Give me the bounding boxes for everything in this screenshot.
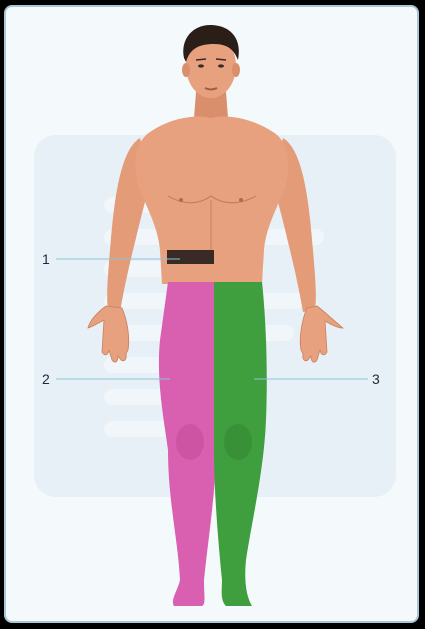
left-ear [182, 63, 190, 77]
left-eyebrow [195, 58, 207, 61]
mouth [204, 87, 218, 91]
left-eye [198, 64, 204, 68]
callout-label-1: 1 [42, 251, 50, 267]
right-nipple [239, 198, 243, 202]
right-ear [232, 63, 240, 77]
waist-band-region-1 [167, 250, 214, 264]
right-knee [224, 424, 252, 460]
hair [183, 24, 239, 62]
torso [135, 116, 289, 284]
neck [194, 92, 228, 123]
left-hand [87, 305, 130, 363]
left-nipple [179, 198, 183, 202]
left-knee [176, 424, 204, 460]
callout-label-3: 3 [372, 371, 380, 387]
right-eye [218, 64, 224, 68]
right-hand [299, 305, 345, 363]
callout-label-2: 2 [42, 371, 50, 387]
head [186, 34, 236, 98]
right-eyebrow [215, 58, 227, 61]
